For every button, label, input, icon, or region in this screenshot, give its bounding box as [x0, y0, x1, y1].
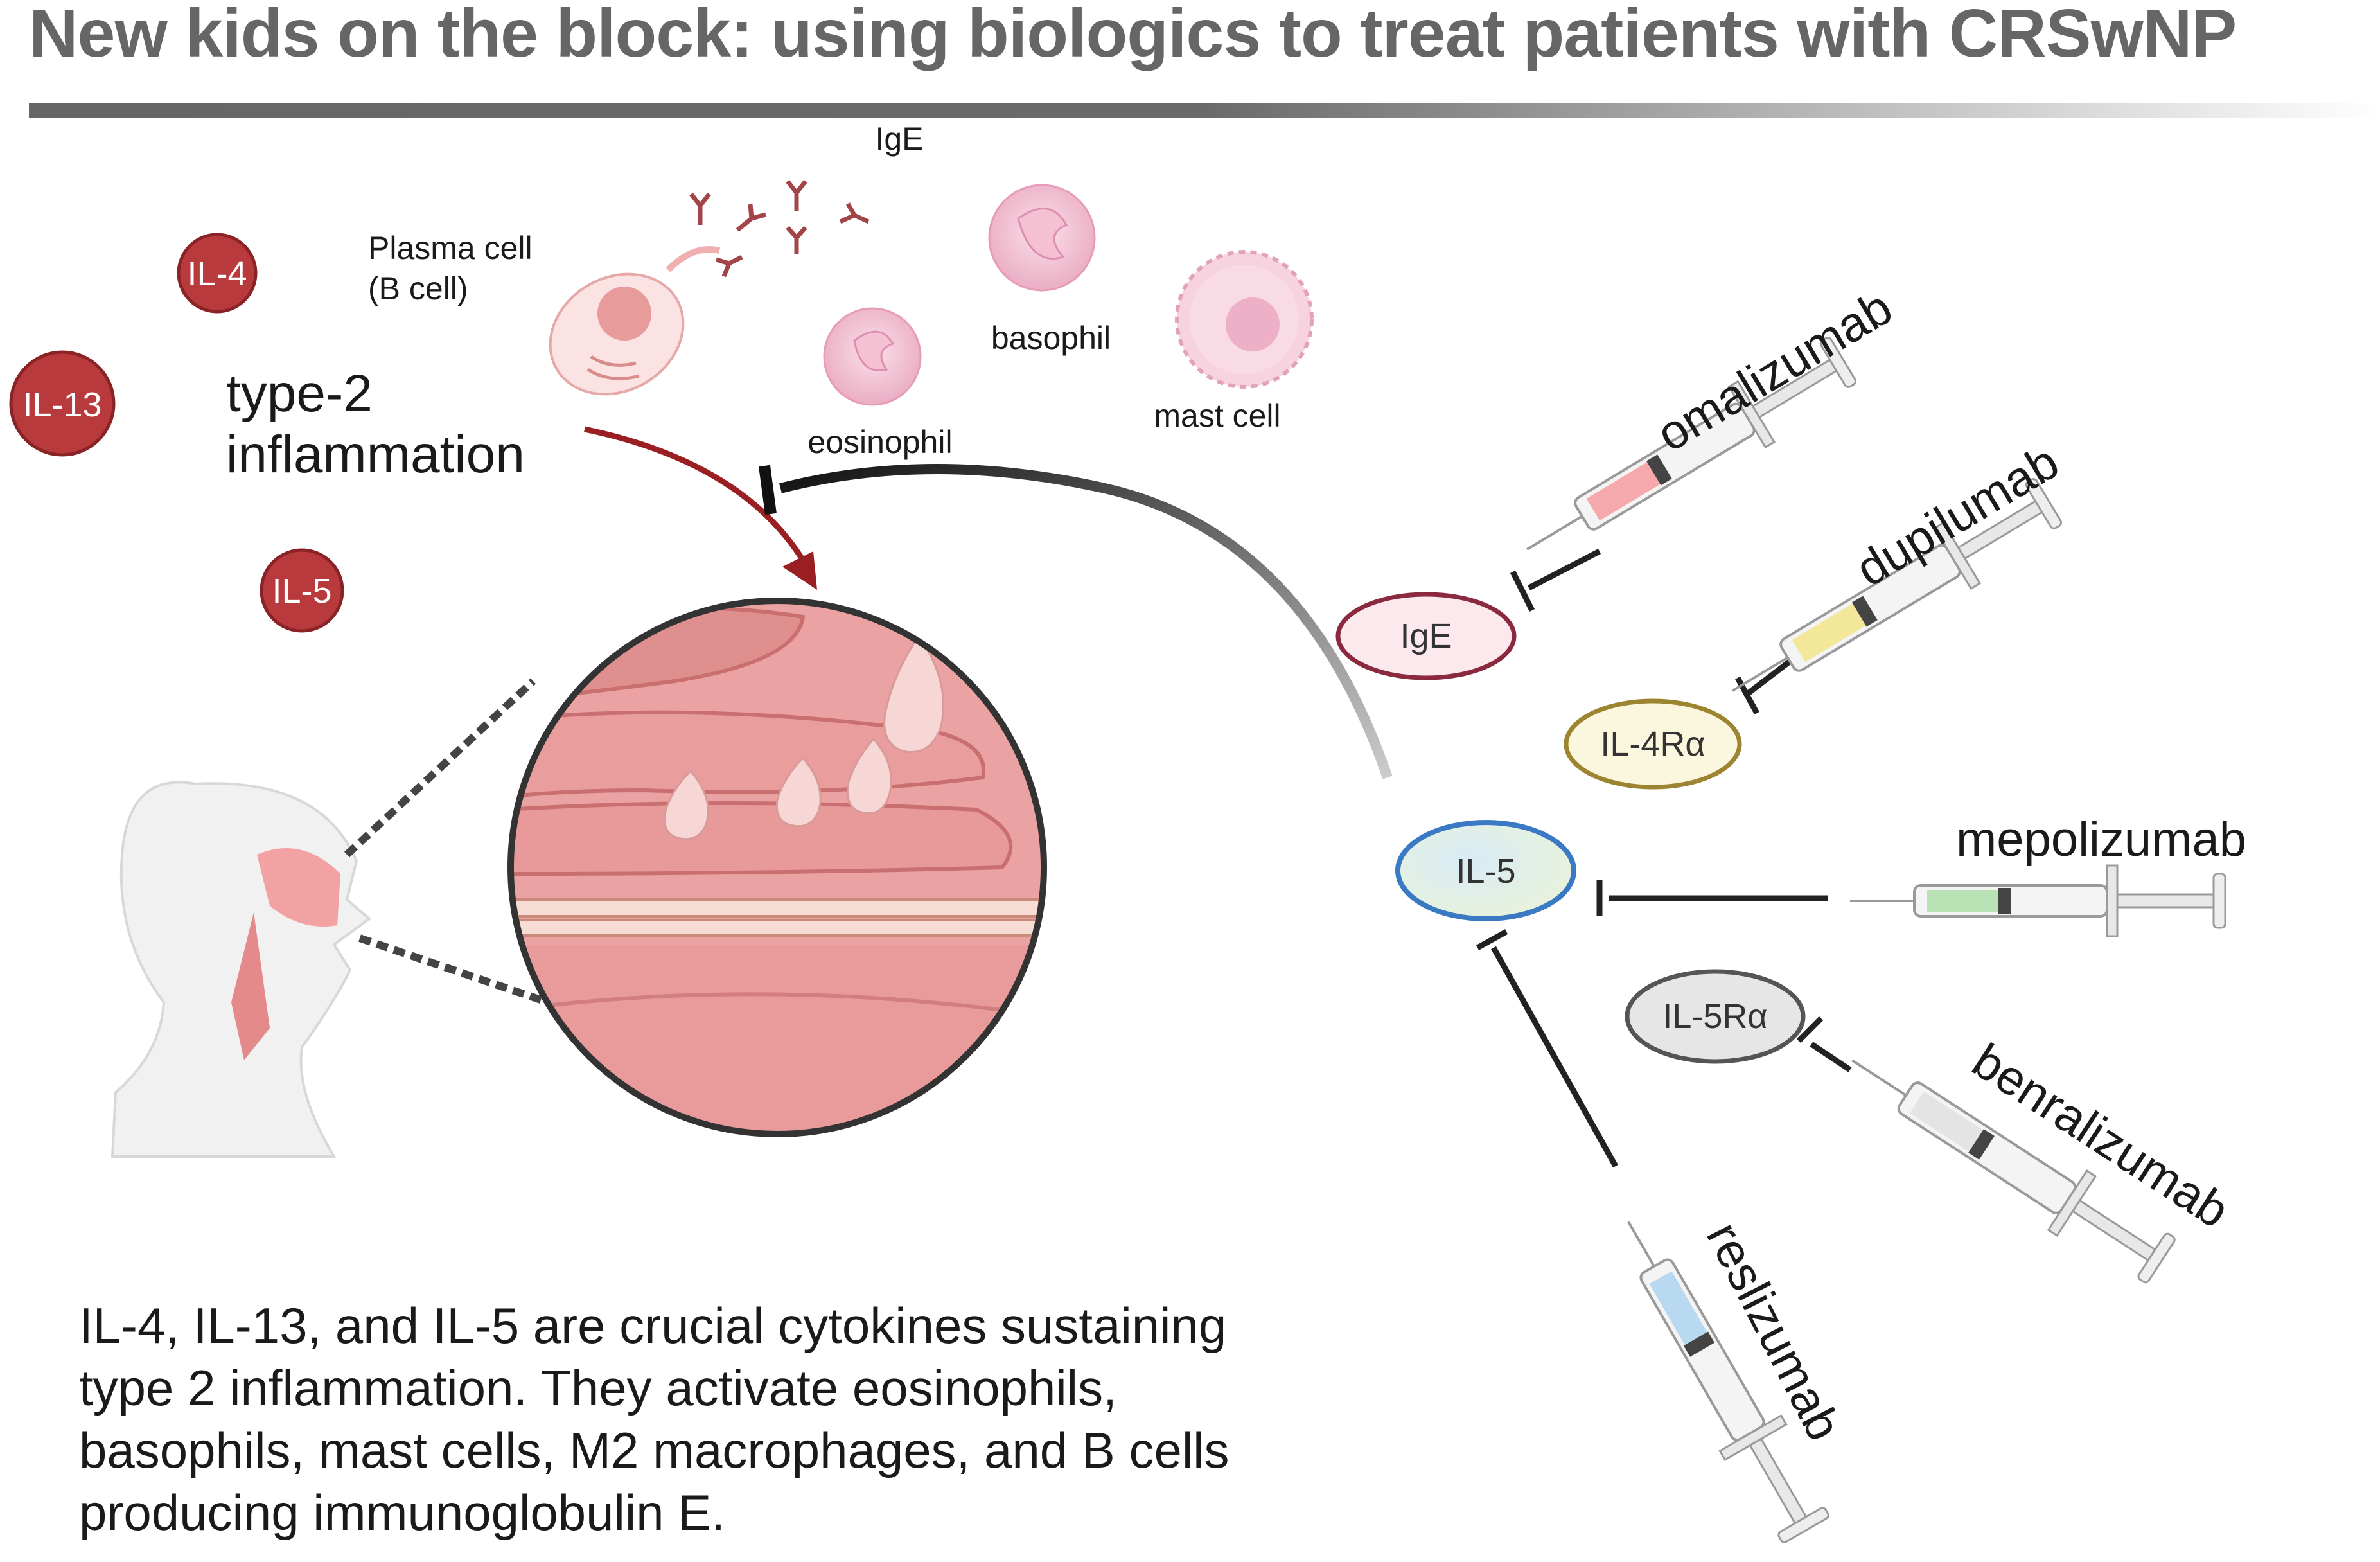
inhibition-arc [779, 464, 1393, 779]
cytokine-il5: IL-5 [260, 548, 344, 633]
target-il4ra: IL-4Rα [1564, 698, 1742, 790]
target-il5ra: IL-5Rα [1625, 969, 1806, 1064]
target-il5-label: IL-5 [1456, 852, 1515, 891]
target-il4ra-label: IL-4Rα [1600, 725, 1705, 763]
inflammation-arrowhead [782, 551, 817, 590]
syringe-benralizumab [1851, 1059, 2176, 1284]
title-underline [29, 103, 2380, 118]
drug-label-mepolizumab: mepolizumab [1956, 812, 2246, 867]
target-ige: IgE [1335, 592, 1517, 680]
type2-label-line1: type-2 [226, 364, 373, 423]
mast-cell [1175, 250, 1314, 389]
syringe-mepolizumab [1850, 864, 2226, 937]
zoom-line-top [344, 678, 536, 858]
zoom-line-bottom [358, 934, 644, 1038]
eosinophil-cell [823, 307, 922, 406]
head-illustration [110, 781, 372, 1158]
caption-line: basophils, mast cells, M2 macrophages, a… [79, 1422, 1230, 1478]
nasal-cavity-magnified [507, 598, 1047, 1137]
basophil-label: basophil [991, 320, 1111, 356]
page-title: New kids on the block: using biologics t… [29, 0, 2237, 71]
target-il5ra-label: IL-5Rα [1662, 997, 1767, 1036]
syringe-dupilumab [1732, 478, 2063, 692]
mast-cell-label: mast cell [1154, 398, 1280, 434]
inflammation-arrow [584, 426, 809, 567]
ige-antibodies [689, 179, 870, 278]
target-il5: IL-5 [1395, 820, 1576, 921]
cytokine-il4-label: IL-4 [187, 254, 247, 293]
caption: IL-4, IL-13, and IL-5 are crucial cytoki… [79, 1295, 1402, 1544]
drug-label-benralizumab: benralizumab [1963, 1033, 2239, 1239]
ige-top-label: IgE [875, 121, 923, 157]
inhibition-lines [1476, 549, 1852, 1168]
plasma-cell-label-line2: (B cell) [368, 271, 468, 306]
caption-line: producing immunoglobulin E. [79, 1484, 725, 1541]
eosinophil-label: eosinophil [807, 424, 952, 460]
cytokine-il13-label: IL-13 [22, 386, 101, 424]
cytokine-il13: IL-13 [9, 350, 116, 457]
type2-label-line2: inflammation [226, 425, 525, 484]
plasma-cell [549, 246, 721, 396]
caption-line: IL-4, IL-13, and IL-5 are crucial cytoki… [79, 1297, 1227, 1354]
inhibition-arc-bar [759, 465, 777, 515]
syringe-omalizumab [1526, 337, 1857, 551]
basophil-cell [988, 184, 1096, 292]
cytokine-il5-label: IL-5 [272, 572, 331, 610]
syringe-reslizumab [1627, 1221, 1829, 1543]
drug-label-omalizumab: omalizumab [1648, 280, 1901, 463]
plasma-cell-label-line1: Plasma cell [368, 230, 533, 266]
target-ige-label: IgE [1400, 617, 1452, 655]
caption-line: type 2 inflammation. They activate eosin… [79, 1360, 1117, 1416]
cytokine-il4: IL-4 [177, 233, 258, 314]
